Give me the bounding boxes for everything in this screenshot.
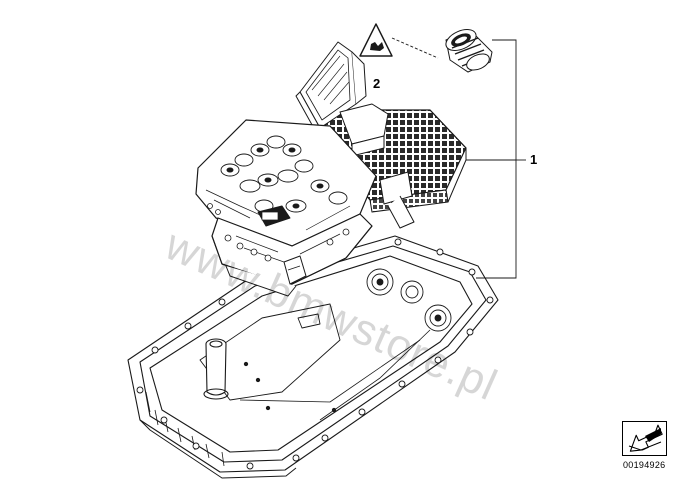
arrow-down-left-icon bbox=[628, 424, 663, 452]
warning-triangle-icon bbox=[359, 23, 393, 57]
mechatronic-unit bbox=[195, 41, 467, 297]
navigate-button[interactable] bbox=[622, 421, 667, 456]
callout-1: 1 bbox=[530, 152, 538, 167]
catalog-number: 00194926 bbox=[623, 460, 666, 470]
sealing-sleeve bbox=[445, 29, 493, 73]
leader-lines bbox=[391, 37, 526, 279]
callout-2: 2 bbox=[373, 76, 381, 91]
oil-pan bbox=[127, 235, 499, 479]
